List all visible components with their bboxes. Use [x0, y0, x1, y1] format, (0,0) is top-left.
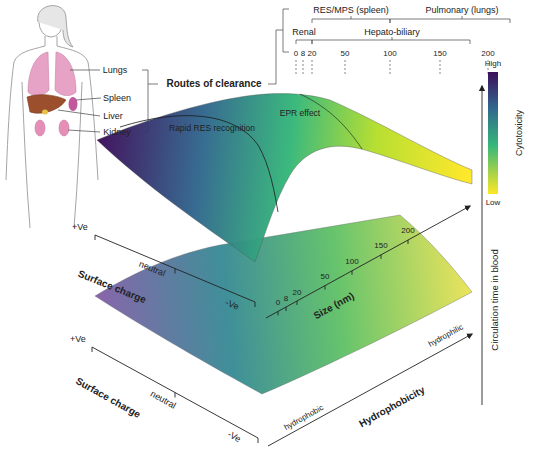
scale-tick [296, 60, 488, 76]
kidney-shape [59, 120, 69, 136]
axis-title: Hydrophobicity [358, 385, 427, 429]
axis-title: Surface charge [74, 376, 142, 420]
axis-tick-label: 8 [284, 295, 288, 303]
axis-tick-label: 20 [293, 289, 302, 297]
organ-label: Lungs [103, 66, 128, 75]
organ-label: Kidney [103, 128, 131, 137]
bracket [390, 16, 510, 23]
axis-tick-label: 0 [276, 299, 280, 307]
bracket [312, 16, 390, 23]
clearance-route: Pulmonary (lungs) [425, 6, 498, 15]
axis-tick-label: neutral [149, 389, 177, 410]
hydrophobicity-axis [268, 334, 472, 446]
axis-title: Circulation time in blood [490, 249, 500, 350]
spleen-shape [69, 97, 78, 111]
axis-title: Surface charge [77, 269, 148, 305]
leader-line [58, 110, 100, 116]
axis-tick-label: 150 [374, 242, 387, 250]
organ-label: Spleen [103, 94, 131, 103]
charge-axis [92, 347, 258, 443]
axis-tick-label: 200 [401, 227, 414, 235]
axis-tick-label: 50 [321, 273, 330, 281]
scale-number: 50 [341, 50, 350, 58]
arm-outline [6, 46, 98, 180]
axis-tick-label: -Ve [226, 430, 242, 444]
organ-label: Liver [103, 112, 123, 121]
axis-title: Size (nm) [312, 291, 356, 321]
gallbladder-shape [42, 110, 48, 115]
clearance-heading: Routes of clearance [166, 79, 261, 89]
scale-number: 100 [383, 50, 396, 58]
colorbar-label: High [485, 60, 501, 68]
leader-line [68, 130, 100, 132]
surface-annotation: Rapid RES recognition [169, 124, 255, 133]
bracket [312, 37, 470, 44]
scale-number: 8 [301, 50, 305, 58]
axis-tick-label: 100 [345, 258, 358, 266]
kidney-shape [35, 120, 45, 136]
charge-axis [95, 235, 255, 307]
axis-tick-label: -Ve [224, 298, 240, 311]
colorbar-title: Cytotoxicity [515, 110, 524, 156]
leader-line [76, 98, 101, 100]
axis-tick-label: neutral [138, 260, 167, 279]
circulation-axis [482, 86, 483, 405]
bracket [268, 9, 289, 84]
leader-line [70, 70, 100, 71]
axis-tick-label: hydrophilic [427, 323, 464, 349]
cytotoxicity-colorbar [488, 72, 498, 194]
scale-number: 150 [433, 50, 446, 58]
scale-number: 200 [481, 50, 494, 58]
bracket [296, 40, 312, 44]
neck-outline [45, 36, 57, 46]
axis-tick-label: +Ve [72, 223, 88, 232]
scale-number: 0 [294, 50, 298, 58]
hydrophobicity-surface [95, 215, 472, 394]
lung-shape [55, 52, 76, 96]
axis-tick-label: +Ve [70, 335, 86, 344]
scale-number: 20 [308, 50, 317, 58]
contour-line [120, 116, 278, 212]
torso-outline [22, 82, 82, 228]
axis-tick-label: hydrophobic [283, 404, 325, 432]
surface-annotation: EPR effect [280, 109, 320, 118]
hair-outline [38, 6, 73, 47]
clearance-route: RES/MPS (spleen) [313, 6, 389, 15]
lung-shape [28, 52, 49, 96]
clearance-route: Renal [292, 28, 316, 37]
colorbar-label: Low [486, 199, 501, 207]
size-axis [266, 206, 470, 318]
size-surface [97, 94, 472, 262]
contour-line [300, 94, 362, 149]
clearance-route: Hepato-biliary [364, 28, 420, 37]
